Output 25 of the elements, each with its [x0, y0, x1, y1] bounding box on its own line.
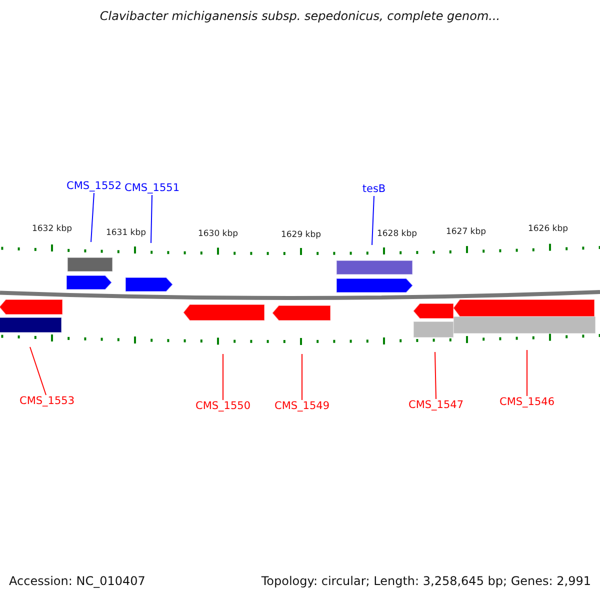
leader-line — [526, 350, 528, 396]
gene-label: CMS_1553 — [19, 395, 75, 408]
leader-line — [90, 192, 94, 242]
scale-label: 1628 kbp — [376, 229, 418, 240]
title: Clavibacter michiganensis subsp. sepedonicus, complete genom... — [98, 9, 502, 23]
leader-line — [222, 354, 224, 400]
footer-text: Accession: NC_010407 — [9, 574, 146, 589]
gene-label: CMS_1552 — [66, 180, 122, 193]
gene-label: CMS_1549 — [274, 400, 330, 413]
gene-label: CMS_1547 — [408, 399, 464, 412]
gene-label: CMS_1551 — [124, 182, 180, 195]
scale-label: 1626 kbp — [528, 224, 568, 235]
leader-line — [372, 196, 374, 246]
gene-label: CMS_1546 — [499, 396, 555, 409]
scale-label: 1627 kbp — [446, 227, 486, 238]
leader-line — [30, 346, 46, 396]
footer-text: Topology: circular; Length: 3,258,645 bp; Genes: 2,991 — [261, 574, 591, 589]
gene-label: CMS_1550 — [195, 400, 251, 413]
leader-line — [434, 352, 436, 400]
scale-label: 1632 kbp — [32, 224, 72, 235]
scale-label: 1630 kbp — [198, 229, 238, 240]
gene-label: tesB — [362, 183, 386, 196]
scale-label: 1631 kbp — [106, 228, 146, 239]
leader-line — [150, 194, 152, 244]
scale-label: 1629 kbp — [280, 230, 322, 241]
